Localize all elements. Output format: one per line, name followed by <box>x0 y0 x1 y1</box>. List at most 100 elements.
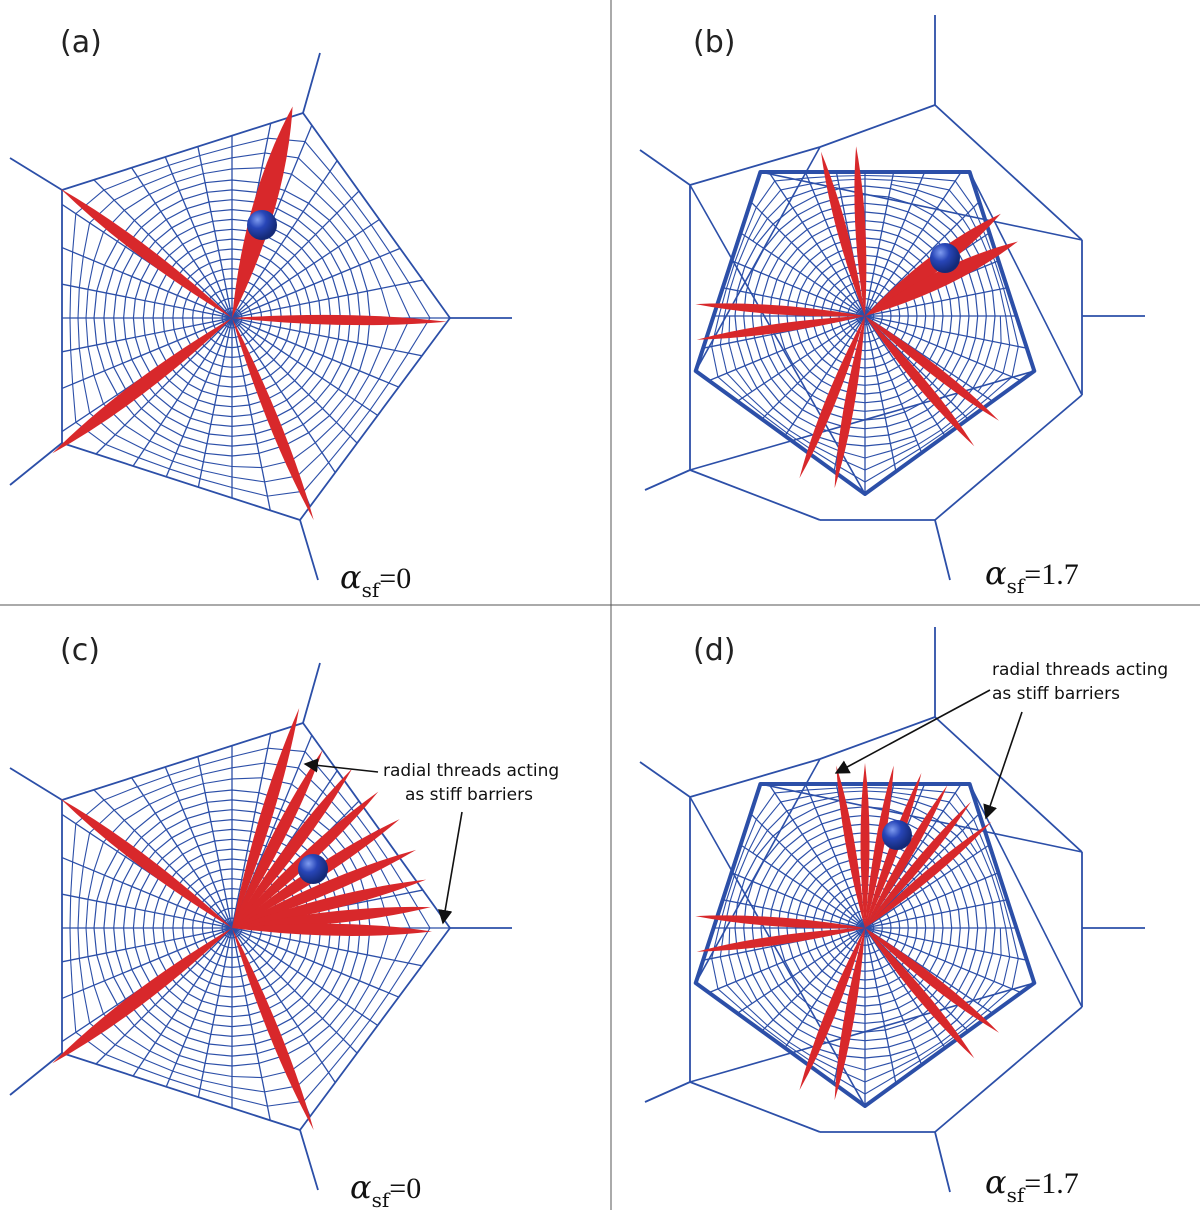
panel-label-a: (a) <box>60 25 102 60</box>
frame-rung-a <box>303 462 330 492</box>
frame-rung-b <box>891 183 918 191</box>
energy-lobes-c <box>52 708 432 1131</box>
frame-rung-b <box>726 372 748 396</box>
frame-rung-d <box>752 830 768 854</box>
spiral-ring-d <box>821 884 909 972</box>
spiral-ring-a <box>103 189 361 447</box>
sphere-d <box>882 820 912 850</box>
frame-rung-a <box>203 461 233 468</box>
anchor-thread-d <box>934 1131 951 1193</box>
frame-rung-c <box>231 762 265 769</box>
spiral-ring-a <box>211 297 253 339</box>
frame-rung-c <box>69 895 72 929</box>
frame-rung-b <box>807 175 838 179</box>
frame-rung-a <box>388 352 409 384</box>
alpha-symbol-b: α <box>985 554 1007 592</box>
frame-rung-c <box>297 1062 323 1087</box>
frame-rung-d <box>917 1041 942 1057</box>
frame-rung-c <box>137 774 169 788</box>
frame-rung-a <box>314 422 337 444</box>
anchor-thread-a <box>302 52 321 114</box>
frame-rung-b <box>954 180 975 208</box>
frame-rung-a <box>322 181 345 207</box>
frame-rung-c <box>199 1088 233 1099</box>
spiral-ring-d <box>812 875 918 981</box>
anchor-thread-d <box>934 1006 1083 1133</box>
spiral-ring-a <box>93 179 371 457</box>
panel-label-b: (b) <box>693 25 735 60</box>
frame-rung-c <box>82 832 91 867</box>
frame-rung-b <box>1011 346 1019 378</box>
frame-rung-a <box>124 424 151 442</box>
spiral-ring-b <box>751 202 979 430</box>
alpha-label-c: αsf=0 <box>350 1168 421 1210</box>
frame-rung-d <box>977 981 995 1004</box>
radial-thread-d <box>784 927 866 1049</box>
radial-thread-a <box>231 279 423 319</box>
frame-rung-c <box>78 958 84 990</box>
frame-rung-a <box>144 448 173 462</box>
frame-rung-a <box>231 486 268 497</box>
frame-rung-b <box>741 397 766 417</box>
anchor-thread-a <box>9 442 63 486</box>
frame-rung-a <box>290 442 316 462</box>
energy-lobe-b <box>799 316 865 479</box>
frame-rung-c <box>201 1079 233 1088</box>
alpha-value-b: =1.7 <box>1024 558 1078 591</box>
frame-rung-b <box>812 183 839 191</box>
frame-rung-c <box>361 988 380 1016</box>
frame-rung-d <box>948 801 969 826</box>
frame-rung-d <box>864 1076 895 1095</box>
frame-rung-a <box>407 317 431 354</box>
frame-rung-c <box>168 765 200 776</box>
frame-rung-a <box>315 192 338 214</box>
spiral-ring-c <box>93 789 371 1067</box>
frame-rung-d <box>984 847 996 875</box>
frame-rung-d <box>809 1060 836 1077</box>
frame-rung-d <box>746 1006 768 1026</box>
frame-rung-c <box>87 870 95 900</box>
frame-rung-a <box>349 409 371 437</box>
radial-thread-c <box>95 927 233 1065</box>
sphere-c <box>298 854 328 884</box>
web-d <box>639 627 1145 1193</box>
frame-rung-a <box>378 350 396 380</box>
frame-rung-c <box>354 984 370 1011</box>
energy-lobe-d <box>834 928 865 1101</box>
annotation-line-2-d: as stiff barriers <box>992 684 1120 704</box>
frame-rung-d <box>1002 956 1011 986</box>
spiral-ring-d <box>786 849 944 1007</box>
frame-rung-b <box>864 457 894 471</box>
frame-rung-b <box>755 180 776 208</box>
energy-lobe-d <box>865 785 948 928</box>
frame-rung-b <box>991 263 1001 290</box>
frame-rung-c <box>69 927 72 961</box>
energy-lobe-c <box>60 798 232 928</box>
frame-rung-a <box>354 235 371 262</box>
spiral-ring-c <box>103 799 361 1057</box>
spiral-ring-b <box>734 185 996 447</box>
frame-rung-c <box>231 747 268 758</box>
frame-rung-b <box>717 376 743 399</box>
annotation-arrow-2-c <box>438 811 463 925</box>
annotation-arrow-2-d <box>983 711 1023 820</box>
frame-rung-c <box>231 1096 268 1107</box>
frame-rung-a <box>82 379 91 414</box>
alpha-subscript-d: sf <box>1007 1183 1026 1207</box>
frame-rung-d <box>993 954 1002 982</box>
frame-rung-b <box>977 369 995 392</box>
radial-thread-c <box>231 927 336 1083</box>
frame-rung-a <box>82 222 91 257</box>
frame-strut-b <box>760 171 1083 241</box>
frame-rung-c <box>203 1071 233 1078</box>
frame-rung-c <box>231 1086 265 1093</box>
anchor-thread-d <box>819 716 936 760</box>
frame-rung-b <box>987 376 1013 399</box>
radial-thread-a <box>231 317 336 473</box>
energy-lobe-d <box>799 928 865 1091</box>
frame-rung-b <box>767 198 788 219</box>
anchor-thread-c <box>9 1052 63 1096</box>
frame-rung-b <box>767 413 790 431</box>
frame-rung-c <box>342 1014 363 1040</box>
frame-rung-a <box>199 478 233 489</box>
